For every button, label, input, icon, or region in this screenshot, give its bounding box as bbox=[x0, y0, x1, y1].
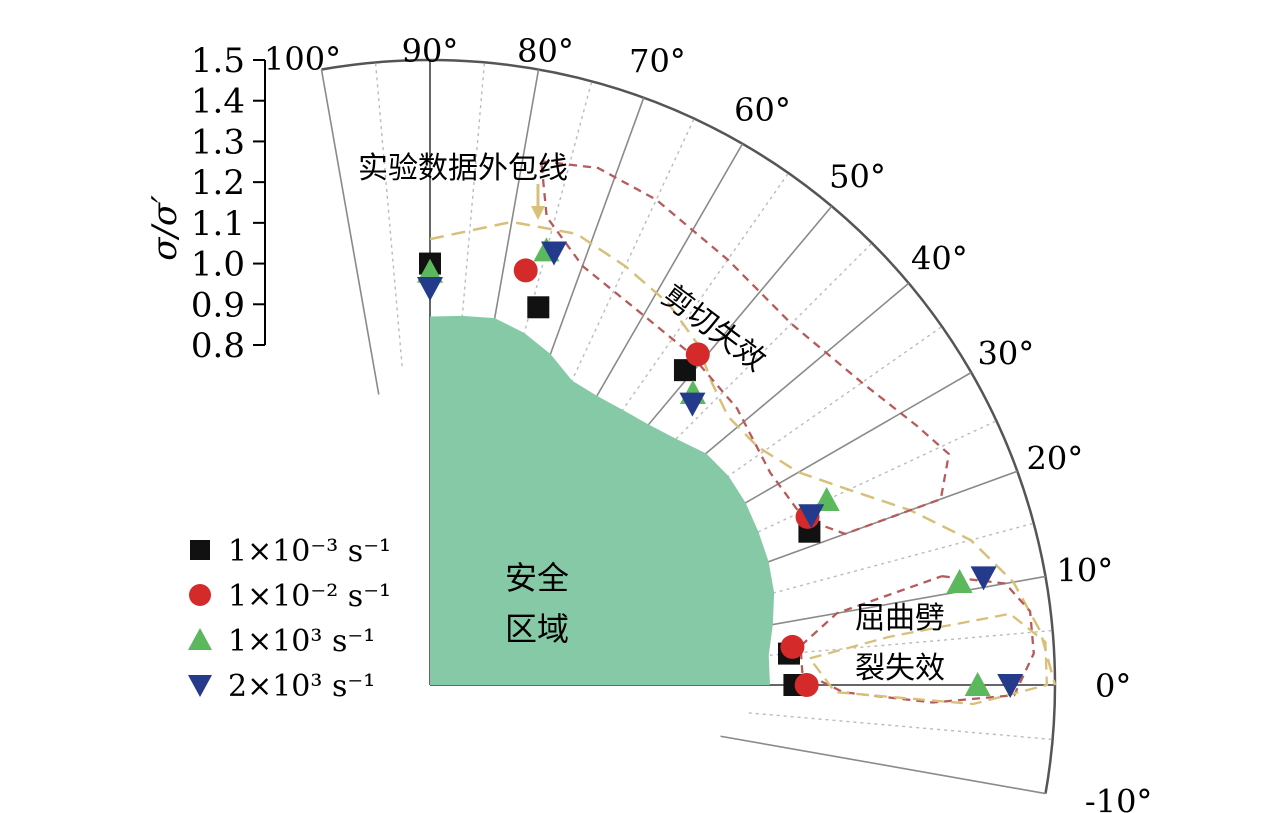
radial-line--10 bbox=[720, 735, 1046, 795]
envelope-red-buckling bbox=[799, 575, 1035, 704]
data-point bbox=[798, 504, 825, 529]
radial-axis: 0.80.91.01.11.21.31.41.5 bbox=[191, 41, 266, 366]
legend-label: 2×10³ s⁻¹ bbox=[228, 669, 375, 704]
safe-region-fill bbox=[430, 315, 775, 685]
data-point bbox=[513, 258, 538, 283]
radial-axis-title: σ/σ′ bbox=[145, 195, 185, 261]
data-point bbox=[527, 296, 550, 319]
annotation-buckling-1: 屈曲劈 bbox=[855, 601, 945, 636]
angle-label-40: 40° bbox=[911, 240, 968, 278]
angle-label-100: 100° bbox=[264, 40, 341, 78]
data-point bbox=[780, 634, 805, 659]
angle-label-30: 30° bbox=[978, 335, 1035, 373]
radial-line-60 bbox=[576, 143, 744, 430]
radial-line-100 bbox=[320, 69, 380, 395]
radial-tick-label: 1.3 bbox=[191, 122, 245, 162]
angle-label-50: 50° bbox=[829, 158, 886, 196]
data-point bbox=[679, 392, 706, 417]
angle-label-80: 80° bbox=[517, 32, 574, 70]
angle-label-90: 90° bbox=[402, 32, 459, 70]
angular-axis: -10° 0° 10° 20° 30° 40° 50° 60° 70° 80° 90° 100° bbox=[264, 32, 1152, 813]
radial-dotted-75 bbox=[512, 81, 593, 377]
data-point bbox=[673, 359, 696, 382]
radial-dotted-45 bbox=[655, 242, 873, 460]
radial-tick-label: 1.2 bbox=[191, 163, 245, 203]
legend-label: 1×10⁻³ s⁻¹ bbox=[228, 534, 391, 569]
annotation-buckling-2: 裂失效 bbox=[855, 651, 945, 686]
data-point bbox=[541, 241, 568, 266]
data-point bbox=[685, 342, 710, 367]
outer-arc bbox=[321, 58, 1057, 794]
data-point bbox=[417, 258, 443, 283]
legend-label: 1×10⁻² s⁻¹ bbox=[228, 579, 391, 614]
legend-marker bbox=[189, 584, 211, 606]
data-point bbox=[946, 569, 973, 594]
radial-dotted-85 bbox=[457, 62, 486, 367]
safe-region bbox=[430, 315, 775, 685]
radial-dotted-15 bbox=[738, 522, 1034, 603]
envelope-yellow-buckling bbox=[808, 612, 1049, 706]
radial-line-10 bbox=[720, 575, 1046, 635]
annotation-safe-1: 安全 bbox=[505, 559, 569, 597]
angle-label-0: 0° bbox=[1095, 667, 1131, 705]
angle-label-10: 10° bbox=[1057, 552, 1114, 590]
data-points bbox=[417, 237, 1024, 698]
data-point bbox=[970, 566, 997, 591]
angle-label--10: -10° bbox=[1085, 782, 1153, 813]
radial-tick-label: 0.8 bbox=[191, 326, 245, 366]
data-point bbox=[794, 673, 819, 697]
radial-tick-label: 1.1 bbox=[191, 204, 245, 244]
envelopes bbox=[429, 160, 1057, 706]
radial-dotted-35 bbox=[691, 325, 943, 503]
radial-dotted--5 bbox=[748, 712, 1053, 741]
radial-dotted-65 bbox=[564, 118, 695, 396]
radial-tick-label: 1.5 bbox=[191, 41, 245, 81]
annotation-arrowhead bbox=[531, 206, 545, 220]
annotation-shear-failure: 剪切失效 bbox=[655, 278, 772, 378]
data-point bbox=[417, 277, 443, 301]
legend: 1×10⁻³ s⁻¹ 1×10⁻² s⁻¹ 1×10³ s⁻¹ 2×10³ s⁻¹ bbox=[188, 534, 391, 704]
legend-marker bbox=[190, 540, 210, 560]
angle-label-20: 20° bbox=[1027, 440, 1084, 478]
radial-dotted-25 bbox=[719, 420, 997, 551]
radial-dotted-55 bbox=[612, 172, 790, 424]
annotation-safe-2: 区域 bbox=[505, 610, 569, 648]
radial-tick-label: 1.4 bbox=[191, 82, 245, 122]
radial-line-50 bbox=[619, 205, 833, 460]
legend-label: 1×10³ s⁻¹ bbox=[228, 624, 375, 659]
legend-marker bbox=[188, 628, 212, 650]
angle-label-70: 70° bbox=[629, 42, 686, 80]
legend-marker bbox=[188, 675, 212, 697]
angle-label-60: 60° bbox=[734, 91, 791, 129]
radial-tick-label: 1.0 bbox=[191, 245, 245, 285]
envelope-yellow bbox=[429, 220, 1057, 686]
radial-tick-label: 0.9 bbox=[191, 285, 245, 325]
radial-dotted-95 bbox=[374, 62, 403, 367]
data-point bbox=[964, 672, 991, 696]
data-point bbox=[997, 674, 1024, 698]
annotation-envelope: 实验数据外包线 bbox=[358, 151, 568, 186]
envelope-red-shear bbox=[540, 160, 951, 536]
